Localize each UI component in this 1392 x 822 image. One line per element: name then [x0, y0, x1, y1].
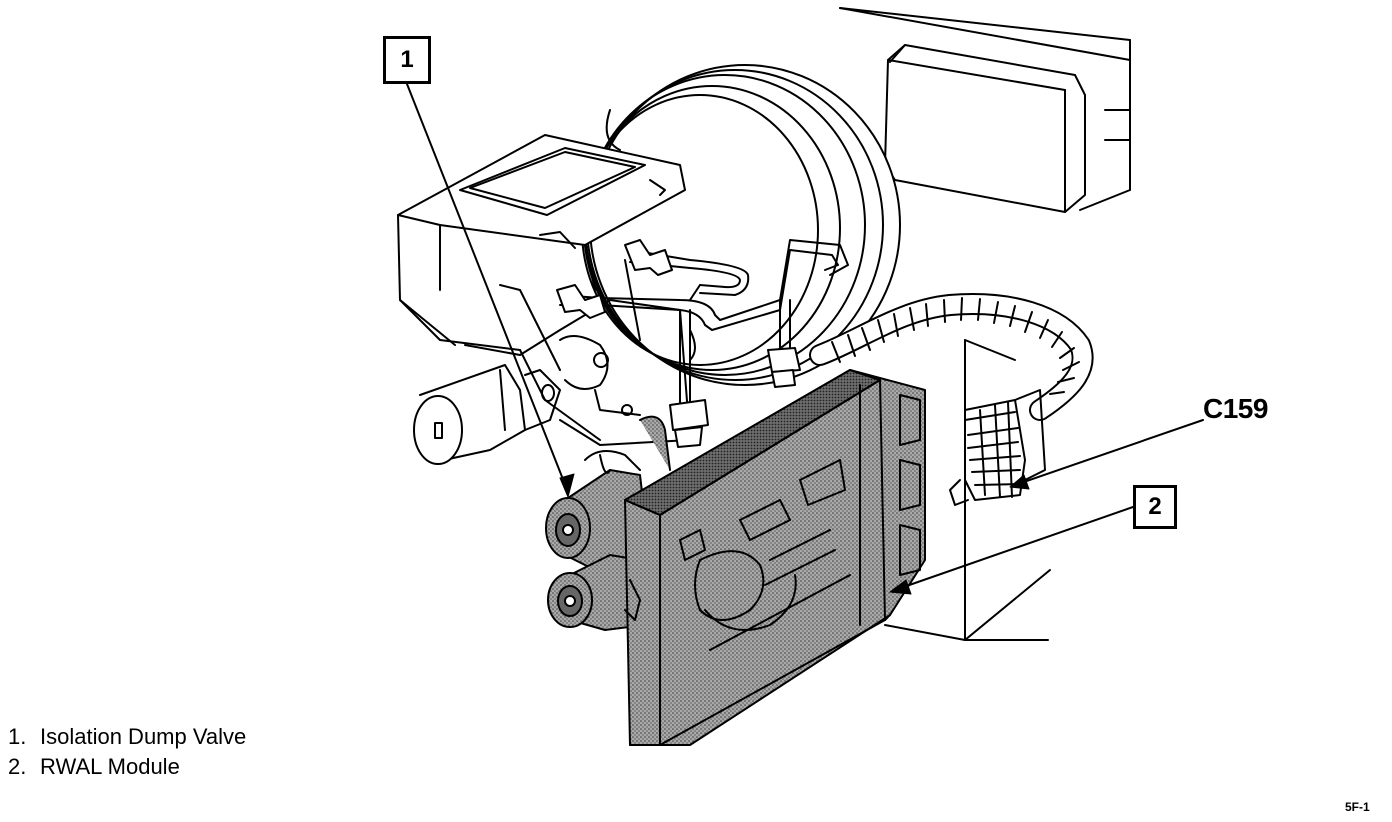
connector-c159 — [949, 389, 1046, 506]
legend: 1. Isolation Dump Valve 2. RWAL Module — [8, 722, 246, 782]
brake-booster — [581, 64, 901, 386]
connector-label: C159 — [1203, 393, 1268, 424]
brake-lines — [559, 239, 849, 411]
leader-line-c159 — [1014, 419, 1204, 486]
firewall-outline — [839, 7, 1131, 211]
relay-box — [884, 44, 1086, 213]
arrowhead-1 — [559, 473, 575, 498]
callout-2: 2 — [1133, 485, 1177, 529]
arrowhead-2 — [889, 579, 912, 595]
master-cylinder-body — [464, 259, 696, 446]
isolation-dump-valve — [545, 415, 671, 631]
callout-1: 1 — [383, 36, 431, 84]
legend-item-2: 2. RWAL Module — [8, 752, 246, 782]
leader-lines — [406, 83, 1204, 591]
arrowhead-c159 — [1009, 474, 1030, 490]
callout-2-label: 2 — [1148, 493, 1162, 520]
leader-line-2 — [894, 506, 1134, 591]
figure-code: 5F-1 — [1345, 800, 1370, 814]
leader-arrowheads — [559, 473, 1030, 595]
legend-item-text: RWAL Module — [40, 754, 180, 779]
callout-1-label: 1 — [400, 46, 414, 73]
wiring-harness — [809, 293, 1094, 421]
brake-line-fittings — [556, 239, 801, 448]
legend-item-number: 1. — [8, 724, 27, 749]
legend-item-number: 2. — [8, 754, 27, 779]
master-cylinder-reservoir — [397, 134, 686, 351]
leader-line-1 — [406, 83, 569, 493]
rwal-module — [624, 369, 926, 746]
legend-item-1: 1. Isolation Dump Valve — [8, 722, 246, 752]
legend-item-text: Isolation Dump Valve — [40, 724, 247, 749]
